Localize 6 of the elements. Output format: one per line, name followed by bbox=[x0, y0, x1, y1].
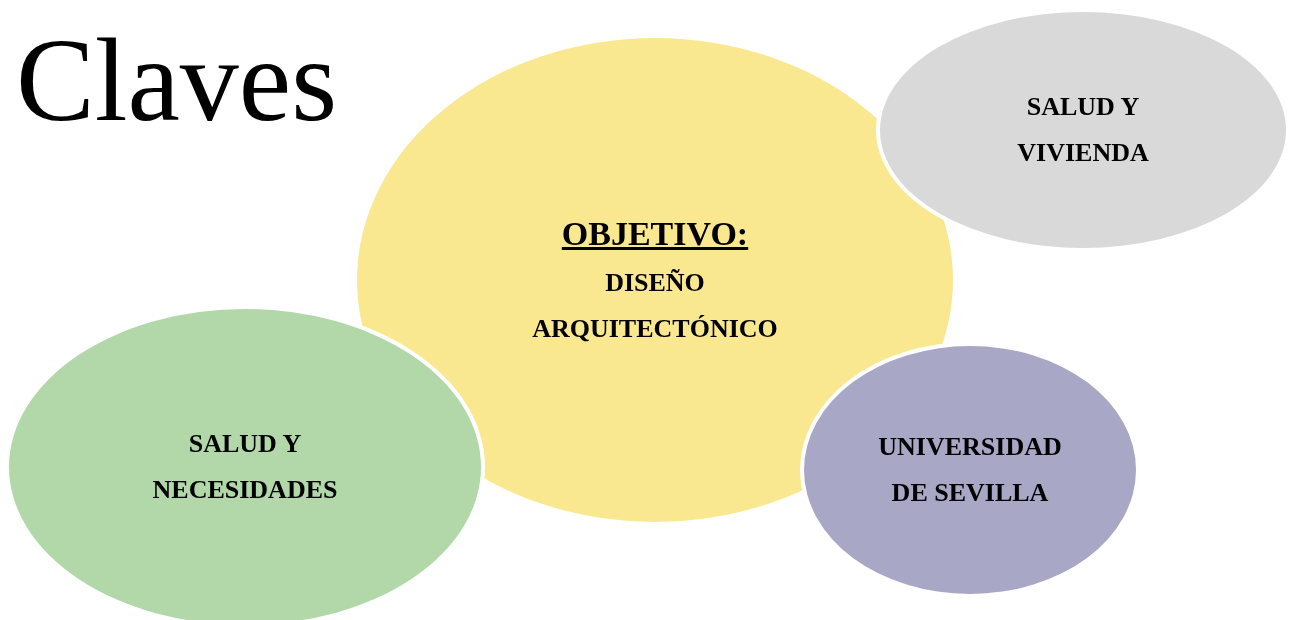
label: DISEÑO ARQUITECTÓNICO bbox=[531, 267, 779, 345]
title: Claves bbox=[16, 22, 338, 140]
label: UNIVERSIDAD DE SEVILLA bbox=[877, 431, 1063, 509]
heading: OBJETIVO: bbox=[561, 214, 749, 254]
label: SALUD Y NECESIDADES bbox=[151, 428, 339, 506]
label: SALUD Y VIVIENDA bbox=[1016, 91, 1150, 169]
